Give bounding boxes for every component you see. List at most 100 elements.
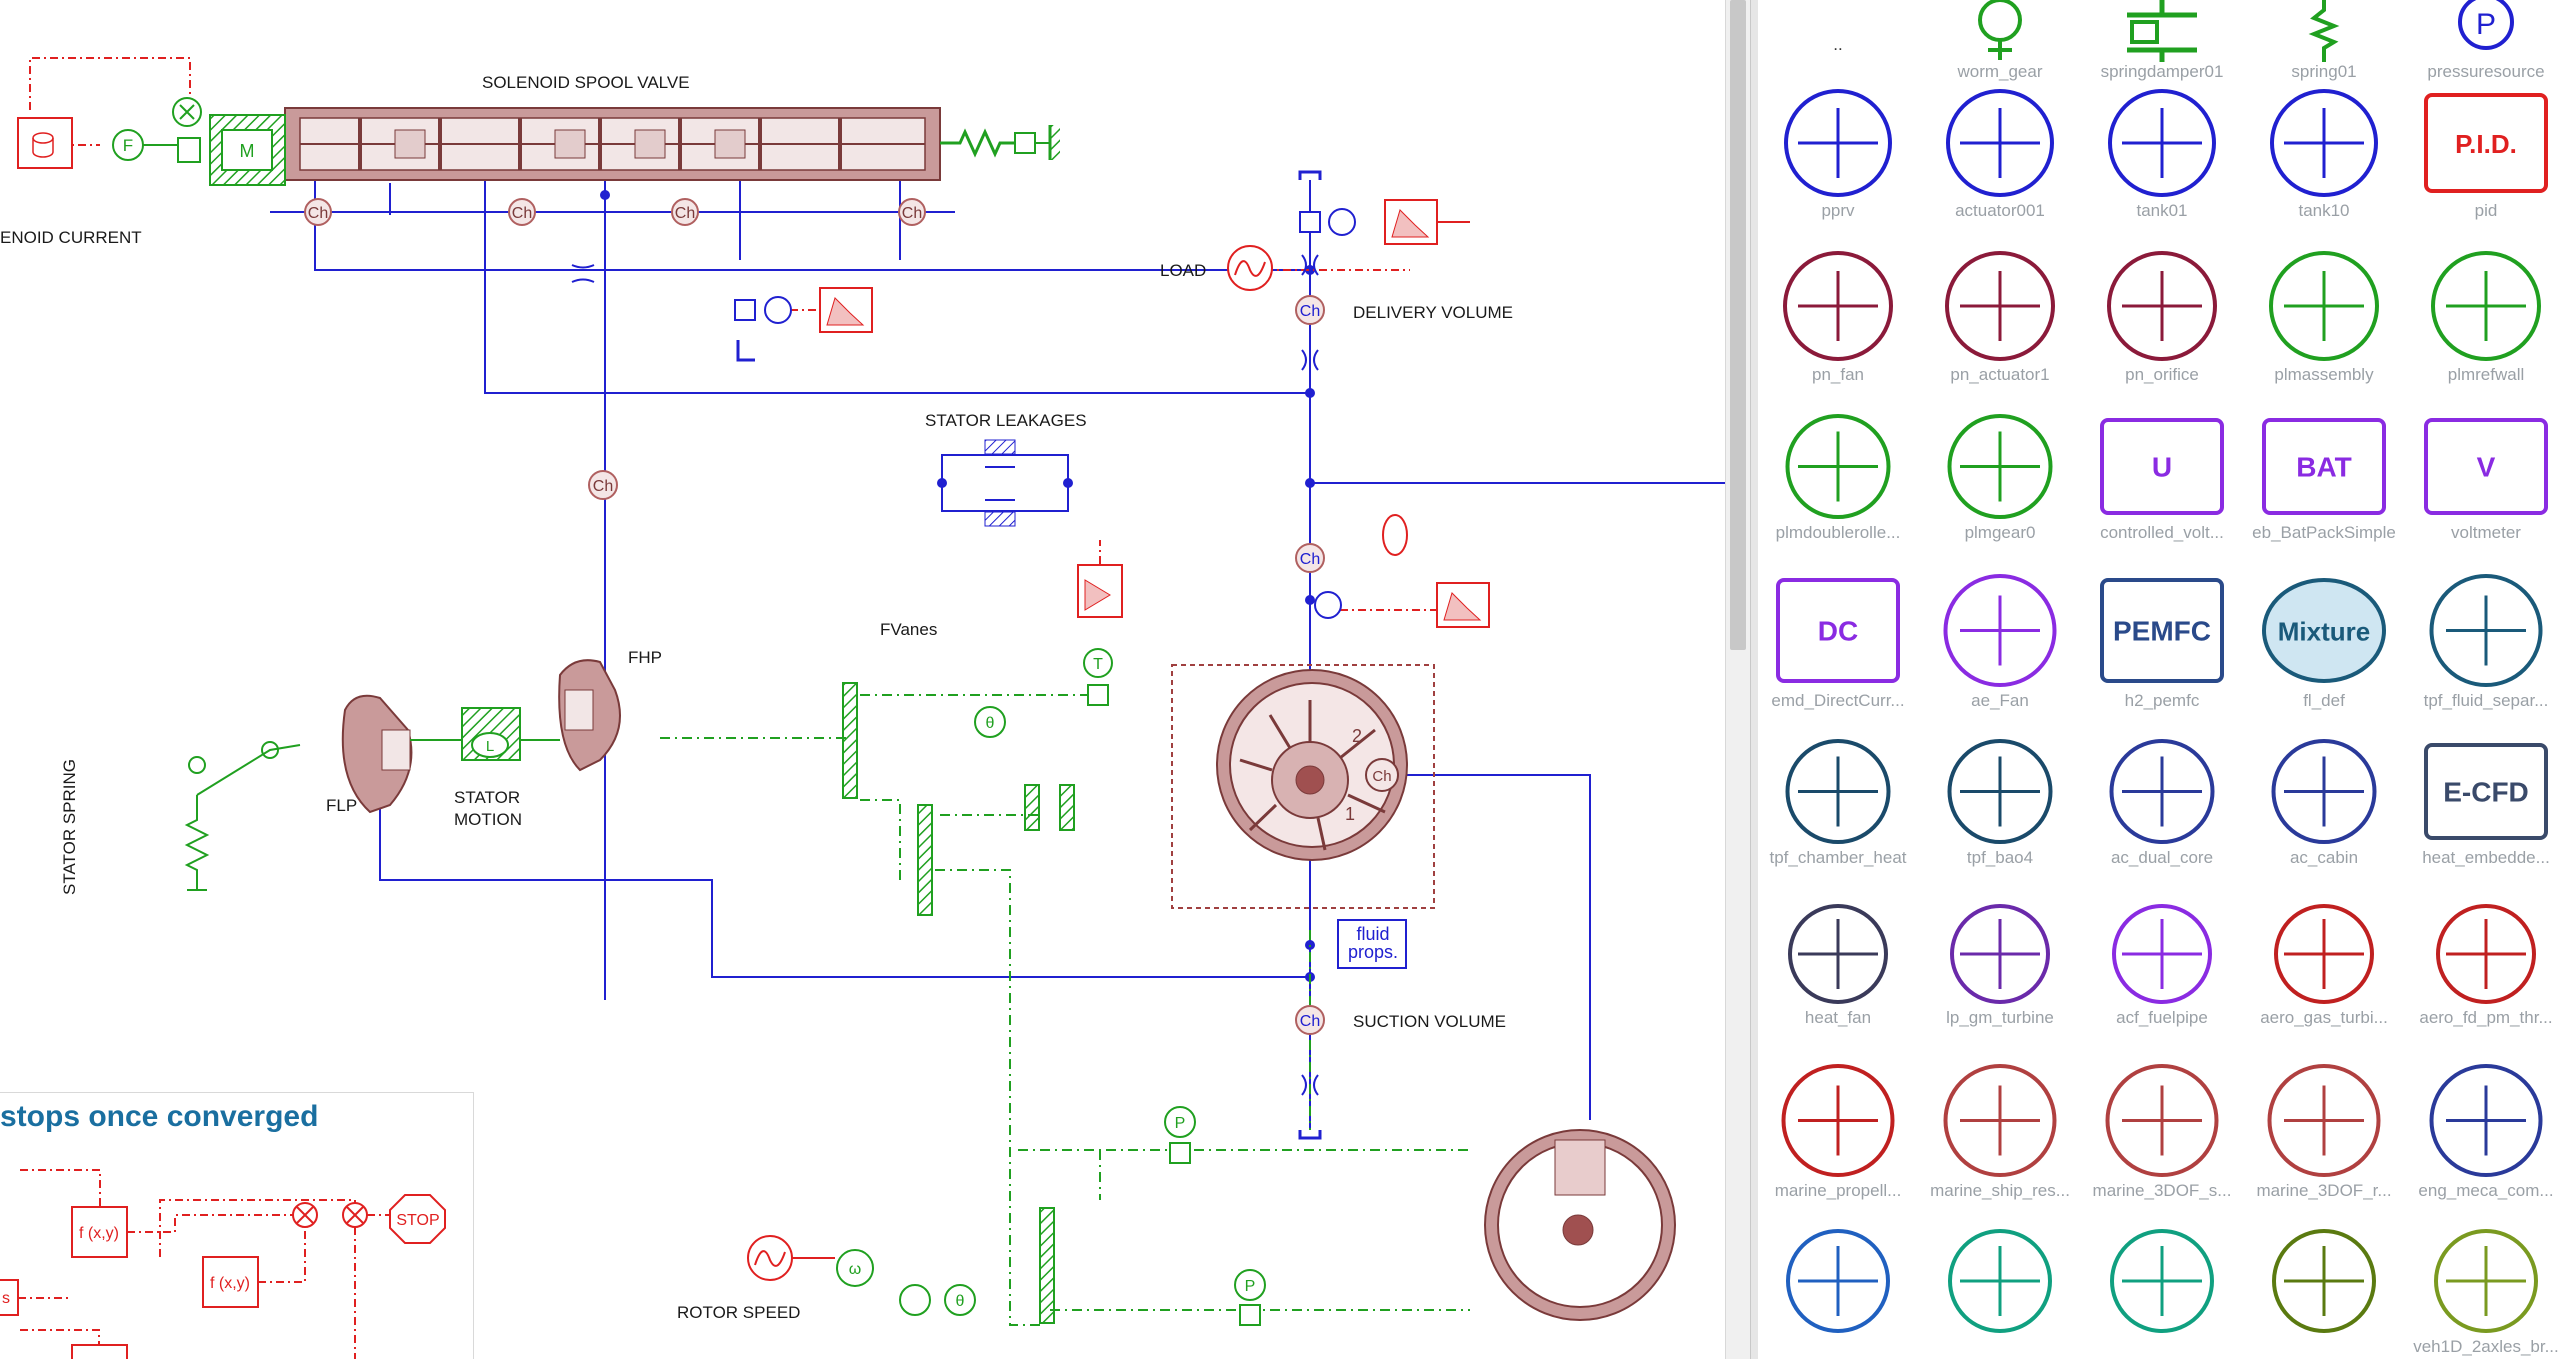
- solenoid-m-label: M: [240, 141, 255, 161]
- solenoid-actuator[interactable]: M F: [17, 97, 286, 186]
- library-item[interactable]: [2244, 1225, 2404, 1337]
- fluid-mixture-icon: Mixture: [2262, 578, 2386, 683]
- library-item[interactable]: plmrefwall: [2406, 247, 2560, 385]
- library-item[interactable]: tpf_fluid_separ...: [2406, 570, 2560, 711]
- junction-dots: [600, 190, 1315, 982]
- rotor-unit[interactable]: [1484, 1129, 1676, 1321]
- library-item-pressuresource[interactable]: P pressuresource: [2406, 0, 2560, 82]
- library-item[interactable]: acf_fuelpipe: [2082, 900, 2242, 1028]
- library-item[interactable]: aero_fd_pm_thr...: [2406, 900, 2560, 1028]
- library-item[interactable]: heat_fan: [1758, 900, 1918, 1028]
- library-item[interactable]: [2082, 1225, 2242, 1337]
- library-item[interactable]: PEMFC h2_pemfc: [2082, 570, 2242, 711]
- component-library-panel[interactable]: .. worm_gear springdamper01 spring01 P p…: [1758, 0, 2560, 1359]
- library-item[interactable]: tpf_bao4: [1920, 735, 2080, 868]
- pn-actuator-icon: [1945, 251, 2055, 361]
- library-item-label: worm_gear: [1957, 62, 2043, 81]
- library-item-label: emd_DirectCurr...: [1771, 691, 1905, 710]
- library-item-springdamper01[interactable]: springdamper01: [2082, 0, 2242, 82]
- canvas-vertical-scrollbar[interactable]: [1725, 0, 1751, 1359]
- solenoid-spool-valve[interactable]: [284, 107, 1060, 181]
- force-f-label: F: [123, 136, 133, 155]
- library-item[interactable]: P.I.D.pid: [2406, 85, 2560, 221]
- pump-ch-label: Ch: [1372, 768, 1391, 785]
- vane-racks[interactable]: [842, 682, 1075, 1324]
- library-item[interactable]: ac_cabin: [2244, 735, 2404, 868]
- volume-caps: [736, 170, 1322, 1140]
- library-item[interactable]: marine_propell...: [1758, 1060, 1918, 1201]
- library-item[interactable]: ae_Fan: [1920, 570, 2080, 711]
- library-item[interactable]: marine_ship_res...: [1920, 1060, 2080, 1201]
- library-item[interactable]: veh1D_2axles_br...: [2406, 1225, 2560, 1357]
- library-item[interactable]: [1758, 1225, 1918, 1337]
- convergence-diagram[interactable]: f (x,y) f (x,y) s STOP: [0, 1169, 446, 1359]
- library-item[interactable]: tpf_chamber_heat: [1758, 735, 1918, 868]
- suction-volume-label: SUCTION VOLUME: [1353, 1012, 1507, 1031]
- flp-block[interactable]: [341, 694, 413, 814]
- library-item-label: h2_pemfc: [2124, 691, 2200, 710]
- scrollbar-thumb[interactable]: [1730, 0, 1746, 650]
- library-item-label: tpf_fluid_separ...: [2423, 691, 2549, 710]
- stator-leakages[interactable]: [941, 439, 1069, 527]
- library-item[interactable]: plmassembly: [2244, 247, 2404, 385]
- library-item-label: eng_meca_com...: [2418, 1181, 2554, 1200]
- sketch-canvas[interactable]: M F Ch Ch Ch Ch Ch Ch Ch Ch: [0, 0, 1725, 1359]
- fluid-props-box[interactable]: [1337, 919, 1407, 969]
- chamber-heat-icon: [1785, 739, 1891, 844]
- vane-pump[interactable]: Ch 2 1: [1171, 664, 1435, 909]
- library-item-parent[interactable]: ..: [1758, 0, 1918, 55]
- library-item[interactable]: aero_gas_turbi...: [2244, 900, 2404, 1028]
- library-icon-text: PEMFC: [2113, 616, 2211, 647]
- pressure-sensors[interactable]: [734, 199, 1490, 628]
- stator-spring[interactable]: [184, 741, 301, 891]
- valve-chambers[interactable]: [304, 198, 1325, 1035]
- library-item[interactable]: marine_3DOF_s...: [2082, 1060, 2242, 1201]
- library-item[interactable]: lp_gm_turbine: [1920, 900, 2080, 1028]
- thruster-icon: [2436, 904, 2536, 1004]
- library-item[interactable]: plmdoublerolle...: [1758, 410, 1918, 543]
- spring-icon: [2308, 0, 2340, 62]
- mech-sensors[interactable]: [836, 648, 1266, 1326]
- library-item[interactable]: marine_3DOF_r...: [2244, 1060, 2404, 1201]
- svg-text:P: P: [2476, 8, 2496, 41]
- library-item[interactable]: [1920, 1225, 2080, 1337]
- solenoid-spool-valve-label: SOLENOID SPOOL VALVE: [482, 73, 690, 92]
- angle-theta-label: θ: [986, 715, 995, 732]
- rotor-speed-source[interactable]: [747, 1235, 835, 1281]
- library-item[interactable]: eng_meca_com...: [2406, 1060, 2560, 1201]
- library-item[interactable]: ac_dual_core: [2082, 735, 2242, 868]
- library-item-label: heat_embedde...: [2422, 848, 2550, 867]
- library-item[interactable]: pprv: [1758, 85, 1918, 221]
- sketch-diagram[interactable]: M F Ch Ch Ch Ch Ch Ch Ch Ch: [0, 0, 1725, 1359]
- tank-filter-icon: [2270, 89, 2378, 197]
- library-item[interactable]: tank10: [2244, 85, 2404, 221]
- ch-label: Ch: [512, 205, 532, 222]
- library-item-label: pressuresource: [2427, 62, 2545, 81]
- library-item[interactable]: tank01: [2082, 85, 2242, 221]
- stator-motion-mass[interactable]: L: [410, 707, 560, 761]
- library-item[interactable]: pn_fan: [1758, 247, 1918, 385]
- fxy-label: f (x,y): [210, 1275, 250, 1292]
- rotor-theta-label: θ: [956, 1293, 965, 1310]
- pressure-p-label: P: [1175, 1115, 1186, 1132]
- load-source[interactable]: [1227, 245, 1273, 291]
- library-item-label: marine_ship_res...: [1930, 1181, 2070, 1200]
- spring-damper-icon: [2127, 0, 2197, 62]
- fhp-block[interactable]: [558, 659, 621, 772]
- library-item[interactable]: pn_orifice: [2082, 247, 2242, 385]
- library-item-spring01[interactable]: spring01: [2244, 0, 2404, 82]
- plm-gear-icon: [1947, 414, 2053, 519]
- solenoid-current-label: ENOID CURRENT: [0, 228, 142, 247]
- library-item[interactable]: plmgear0: [1920, 410, 2080, 543]
- library-item-worm-gear[interactable]: worm_gear: [1920, 0, 2080, 82]
- library-item[interactable]: actuator001: [1920, 85, 2080, 221]
- library-item[interactable]: pn_actuator1: [1920, 247, 2080, 385]
- orifices[interactable]: [571, 254, 1319, 1096]
- library-item-label: eb_BatPackSimple: [2252, 523, 2396, 542]
